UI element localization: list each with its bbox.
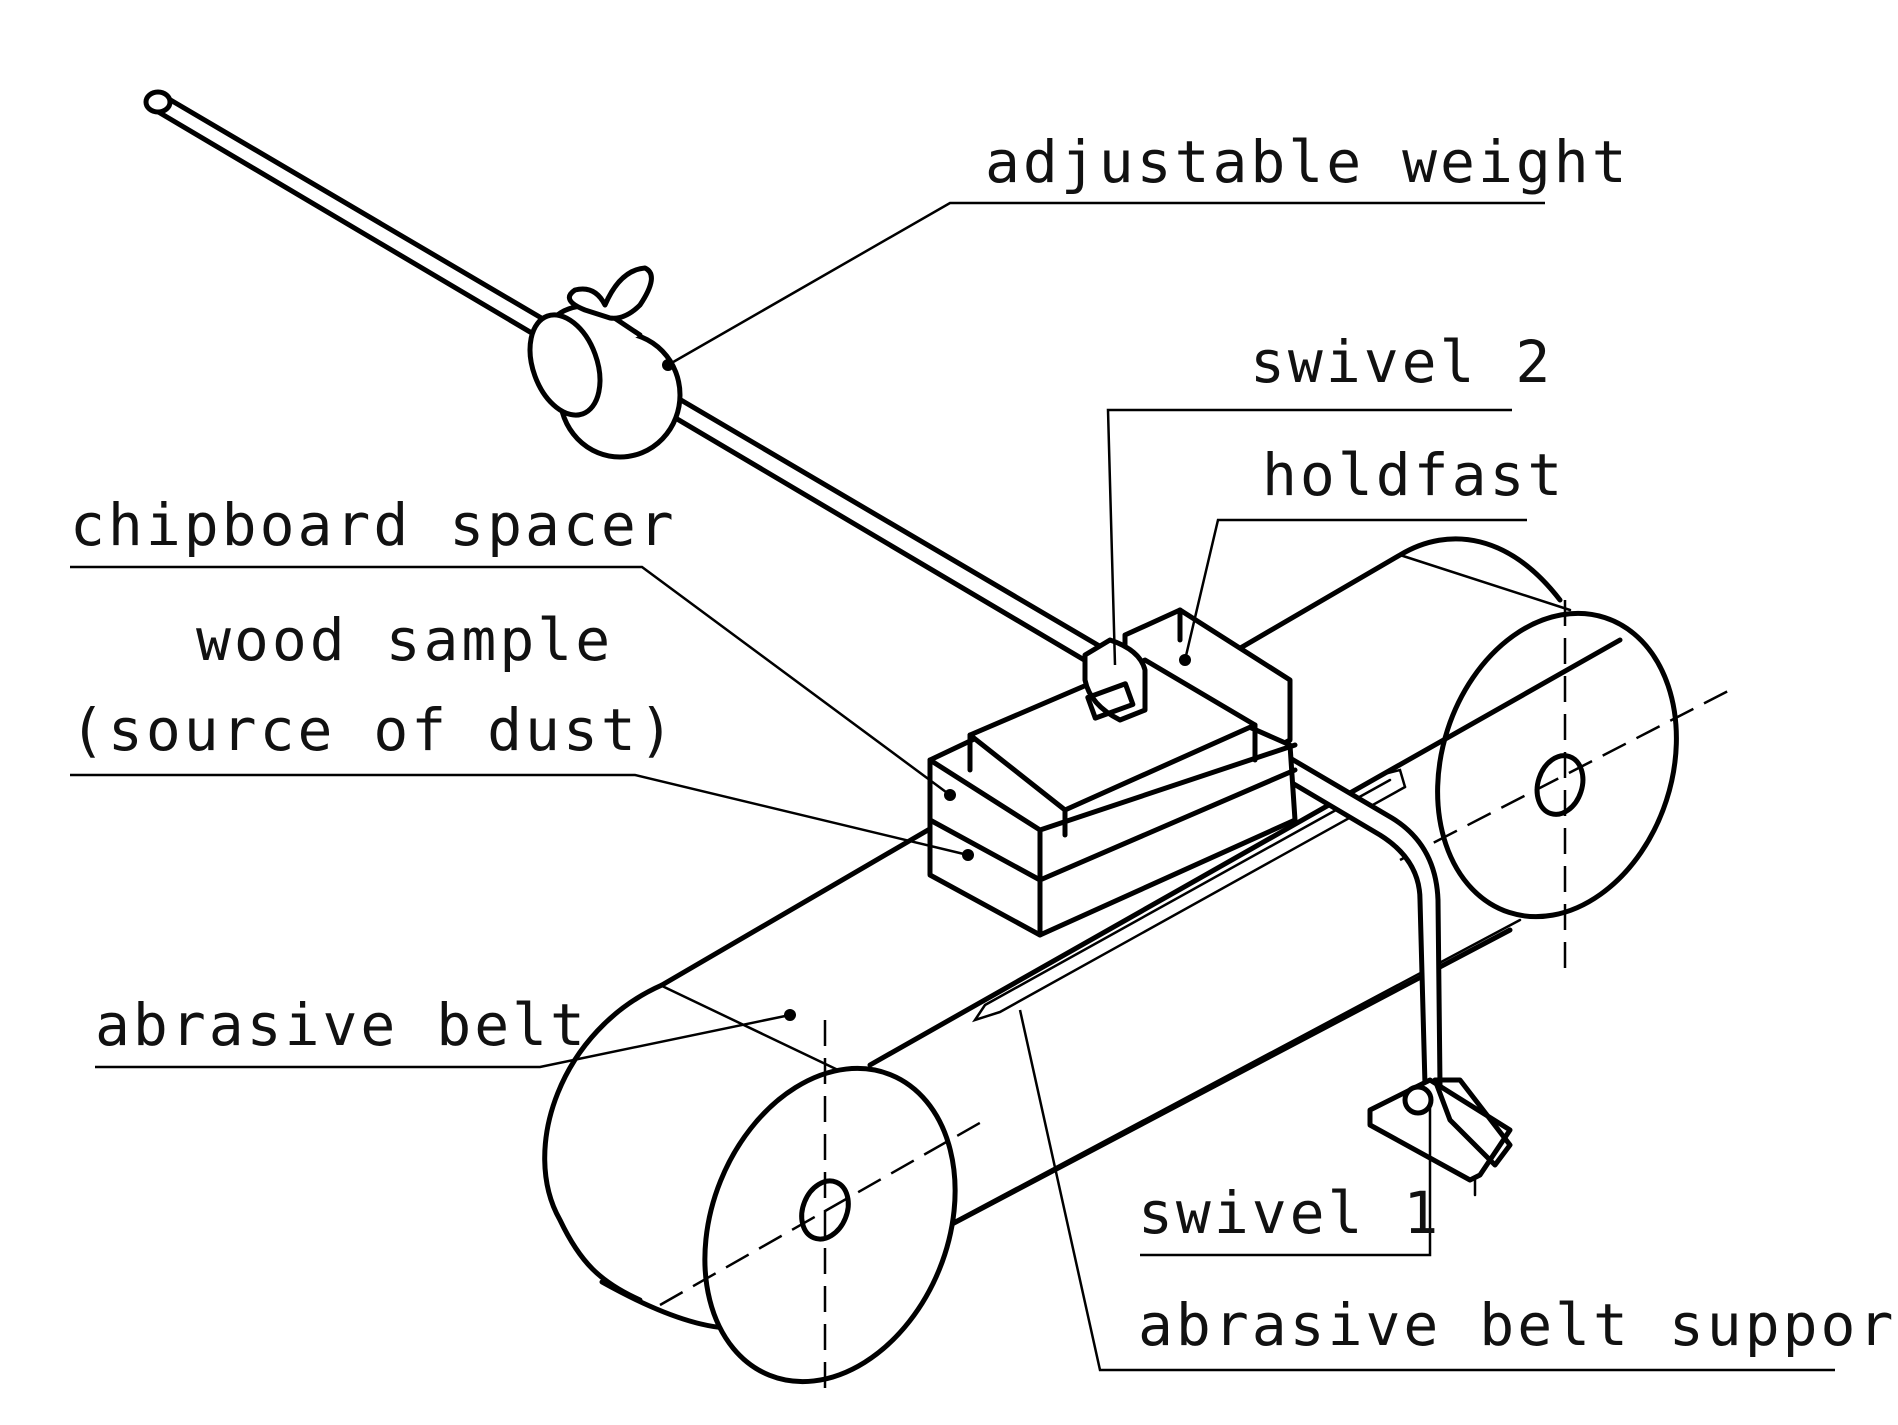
labels: adjustable weight swivel 2 holdfast chip… [70,128,1898,1359]
front-roller [702,1065,958,1385]
label-swivel-1: swivel 1 [1138,1179,1441,1247]
label-adjustable-weight: adjustable weight [985,128,1630,196]
belt-support-strip [971,778,1407,1023]
lever-rod [152,92,1443,1088]
abrasive-belt-assembly [542,536,1731,1400]
front-belt-wrap [542,982,665,1303]
front-axle [799,1178,851,1242]
label-wood-sample: wood sample [196,606,613,674]
sample-stack [784,607,1298,1021]
back-axle [1534,753,1586,817]
label-abrasive-belt: abrasive belt [95,991,588,1059]
wing-nut [566,265,654,321]
lever-arm [143,89,1513,1197]
label-holdfast: holdfast [1262,441,1565,509]
adjustable-weight [527,265,683,460]
belt-top-surface [867,637,1623,1068]
label-swivel-2: swivel 2 [1250,328,1553,396]
label-wood-sample-note: (source of dust) [70,696,677,764]
leader-lines [70,201,1835,1372]
label-chipboard-spacer: chipboard spacer [70,491,677,559]
back-roller [1435,610,1679,920]
label-abrasive-belt-support: abrasive belt support [1138,1291,1898,1359]
